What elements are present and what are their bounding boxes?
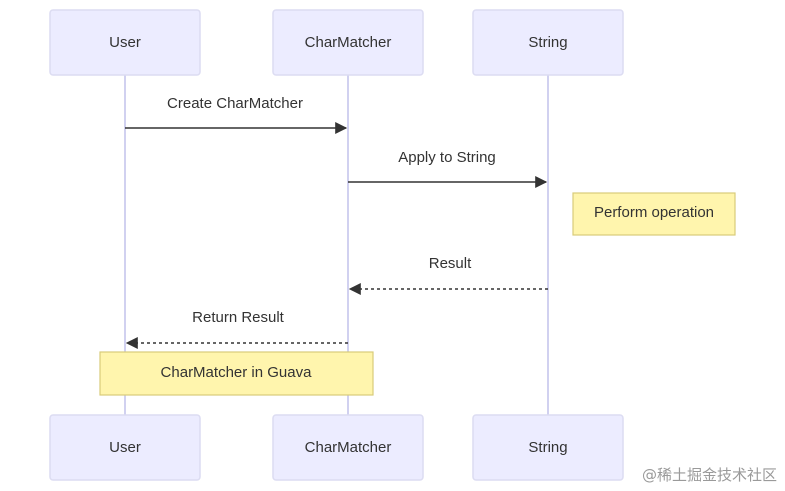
message-result-label: Result bbox=[429, 255, 472, 272]
actor-string-bottom: String bbox=[472, 414, 624, 481]
actor-user-top-label: User bbox=[109, 34, 141, 51]
actor-charmatcher-top: CharMatcher bbox=[272, 9, 424, 76]
message-return-result-label: Return Result bbox=[192, 309, 285, 326]
watermark: @稀土掘金技术社区 bbox=[641, 466, 777, 484]
note-charmatcher-in-guava-text: CharMatcher in Guava bbox=[161, 364, 313, 381]
message-apply-to-string-label: Apply to String bbox=[398, 149, 496, 166]
actor-user-bottom-label: User bbox=[109, 439, 141, 456]
actor-string-top: String bbox=[472, 9, 624, 76]
actor-charmatcher-bottom: CharMatcher bbox=[272, 414, 424, 481]
note-perform-operation: Perform operation bbox=[572, 192, 736, 236]
actor-charmatcher-bottom-label: CharMatcher bbox=[305, 439, 392, 456]
actor-user-top: User bbox=[49, 9, 201, 76]
actor-string-bottom-label: String bbox=[528, 439, 567, 456]
note-perform-operation-text: Perform operation bbox=[594, 204, 714, 221]
actor-user-bottom: User bbox=[49, 414, 201, 481]
actor-charmatcher-top-label: CharMatcher bbox=[305, 34, 392, 51]
message-create-charmatcher-label: Create CharMatcher bbox=[167, 95, 303, 112]
note-charmatcher-in-guava: CharMatcher in Guava bbox=[99, 351, 374, 396]
actor-string-top-label: String bbox=[528, 34, 567, 51]
